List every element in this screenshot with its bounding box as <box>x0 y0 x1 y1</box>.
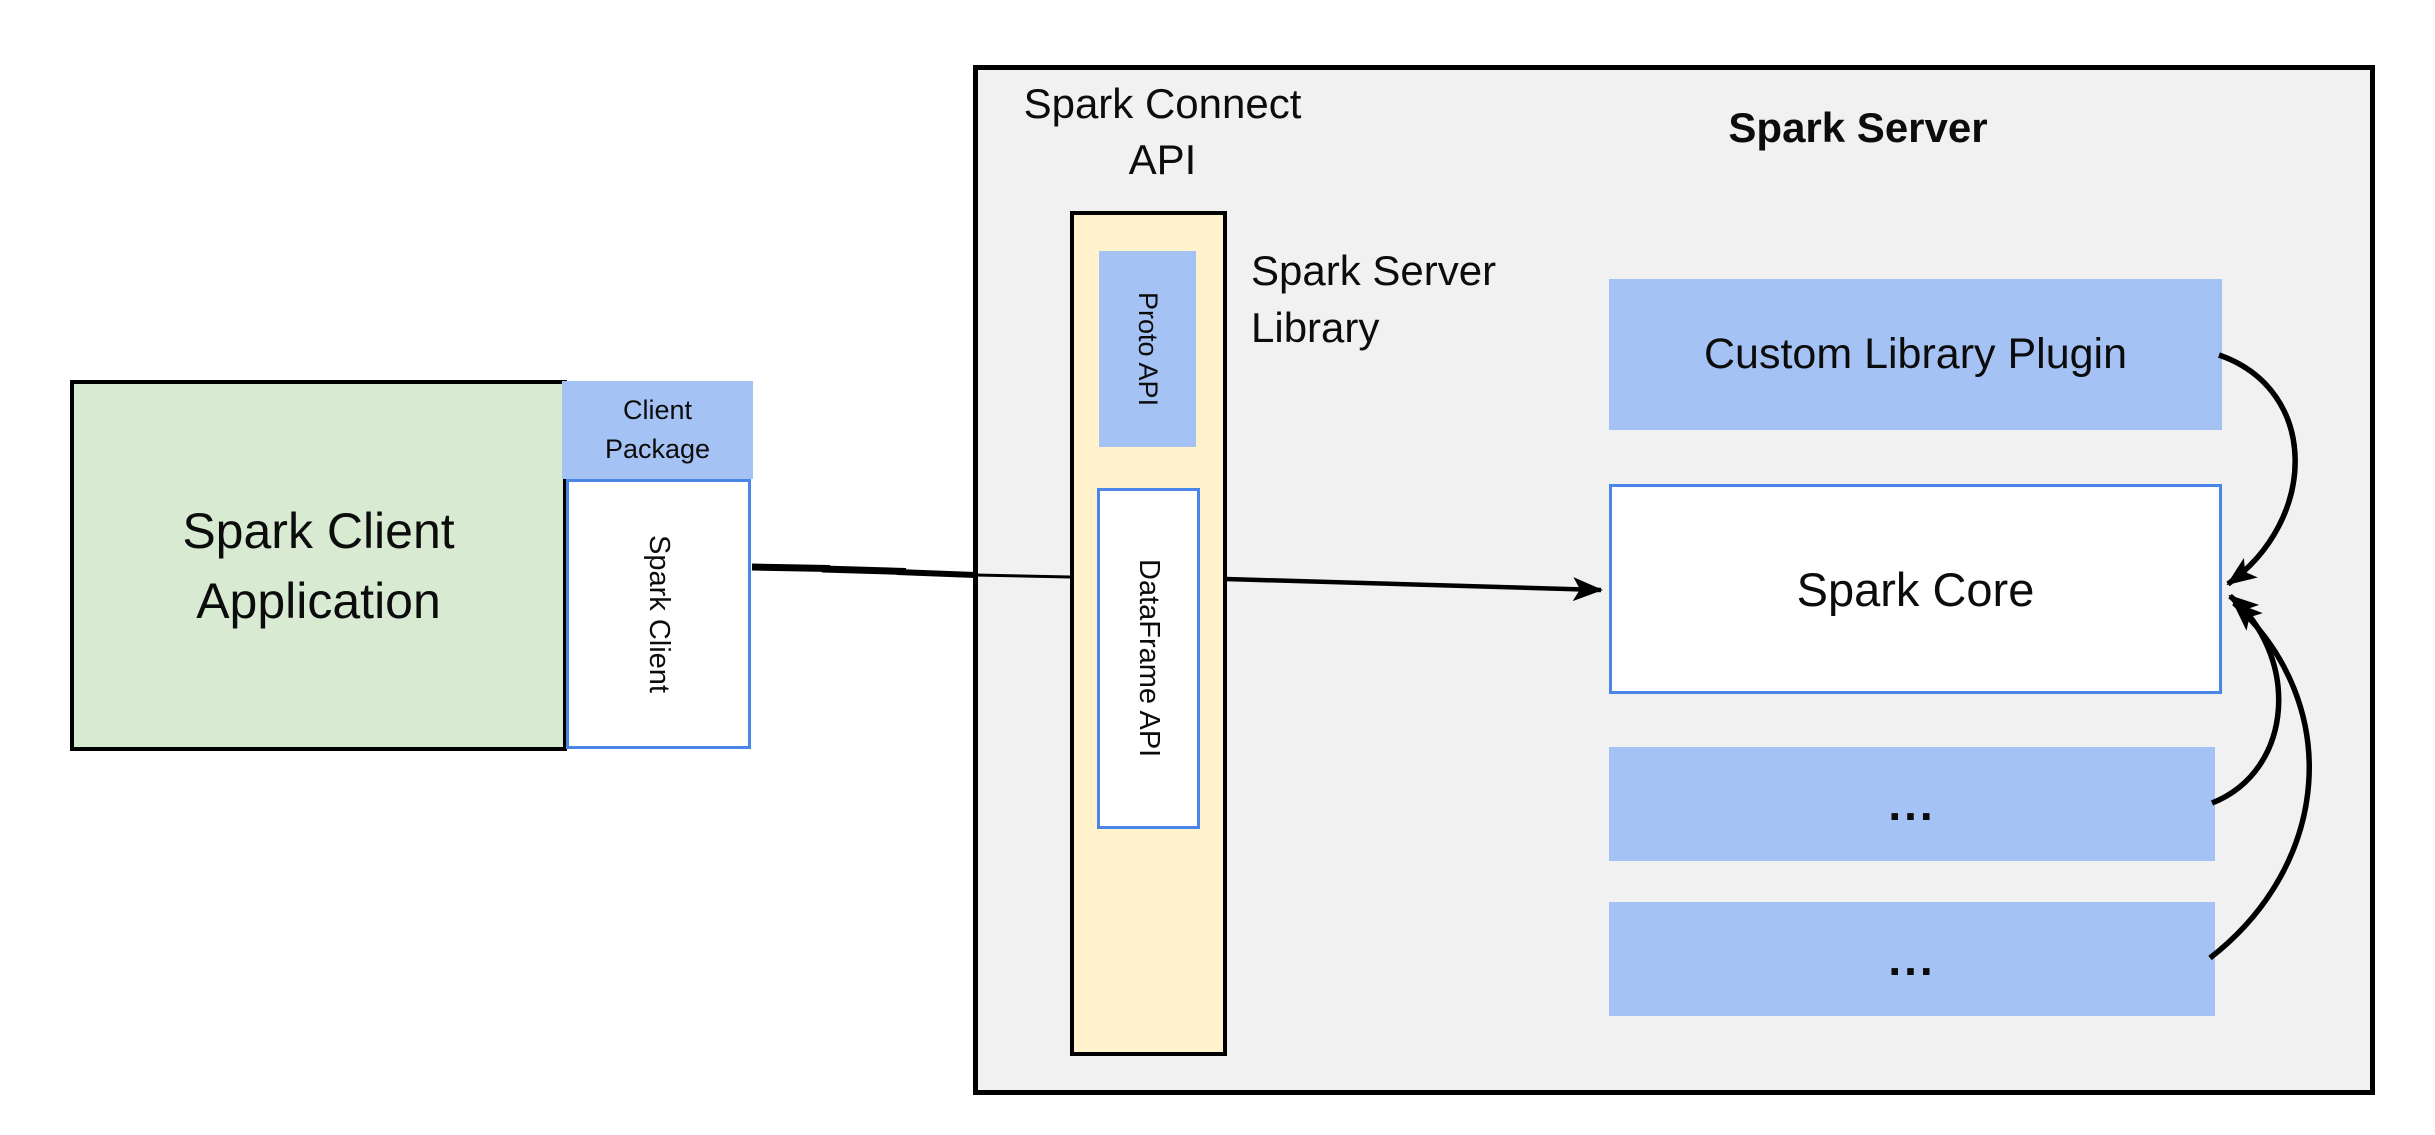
proto-api-label: Proto API <box>1133 291 1163 407</box>
spark-client-application-line1: Spark Client <box>182 502 455 559</box>
plugin-placeholder-box-2: ... <box>1609 902 2215 1016</box>
spark-server-library-line1: Spark Server <box>1251 247 1497 294</box>
client-package-line1: Client <box>622 395 692 425</box>
spark-client-application-box: Spark Client Application <box>70 380 567 751</box>
dataframe-api-box: DataFrame API <box>1097 488 1200 829</box>
spark-client-label: Spark Client <box>643 535 675 693</box>
client-package-box: Client Package <box>562 381 753 479</box>
custom-library-plugin-box: Custom Library Plugin <box>1609 279 2222 430</box>
spark-connect-api-line2: API <box>1128 136 1197 183</box>
custom-library-plugin-label: Custom Library Plugin <box>1703 330 2127 378</box>
spark-client-application-line2: Application <box>196 572 441 629</box>
spark-server-library-line2: Library <box>1251 304 1380 351</box>
client-package-line2: Package <box>604 434 711 464</box>
plugin-placeholder-2-label: ... <box>1888 933 1936 985</box>
spark-client-box: Spark Client <box>566 479 751 749</box>
spark-client-application-label: Spark Client Application <box>182 496 454 636</box>
spark-server-title: Spark Server <box>1728 104 1988 151</box>
plugin-placeholder-box-1: ... <box>1609 747 2215 861</box>
dataframe-api-label: DataFrame API <box>1133 559 1165 758</box>
spark-core-label: Spark Core <box>1796 562 2035 616</box>
proto-api-box: Proto API <box>1099 251 1196 447</box>
spark-core-box: Spark Core <box>1609 484 2222 694</box>
spark-connect-api-label: Spark Connect API <box>990 76 1335 188</box>
spark-connect-api-line1: Spark Connect <box>1023 80 1302 127</box>
spark-server-library-label: Spark Server Library <box>1251 242 1671 356</box>
client-package-label: Client Package <box>605 391 710 469</box>
plugin-placeholder-1-label: ... <box>1888 778 1936 830</box>
